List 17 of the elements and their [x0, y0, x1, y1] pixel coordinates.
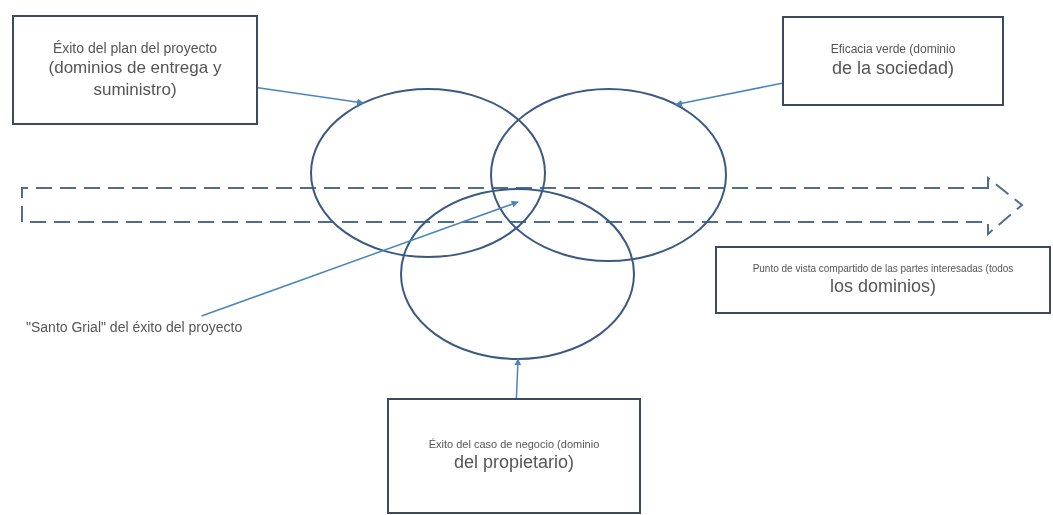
- callout-box: [387, 398, 641, 514]
- arrow: [514, 358, 522, 399]
- box-text: Punto de vista compartido de las partes interesadas (todos: [752, 261, 1014, 275]
- box-text: (dominios de entrega y suministro): [47, 57, 223, 102]
- arrow: [257, 87, 365, 106]
- box-text: Eficacia verde (dominio: [830, 41, 956, 58]
- box-text: Éxito del caso de negocio (dominio: [428, 437, 600, 452]
- arrow: [675, 82, 783, 107]
- box-text: del propietario): [453, 451, 575, 475]
- callout-box: [782, 16, 1004, 106]
- callout-box: [12, 15, 258, 125]
- leader-line: [200, 200, 519, 317]
- callout-box: [715, 246, 1051, 314]
- callout-text: "Santo Grial" del éxito del proyecto: [26, 317, 243, 337]
- box-text: Éxito del plan del proyecto: [52, 38, 218, 57]
- box-text: de la sociedad): [831, 57, 955, 81]
- box-text: los dominios): [829, 274, 936, 298]
